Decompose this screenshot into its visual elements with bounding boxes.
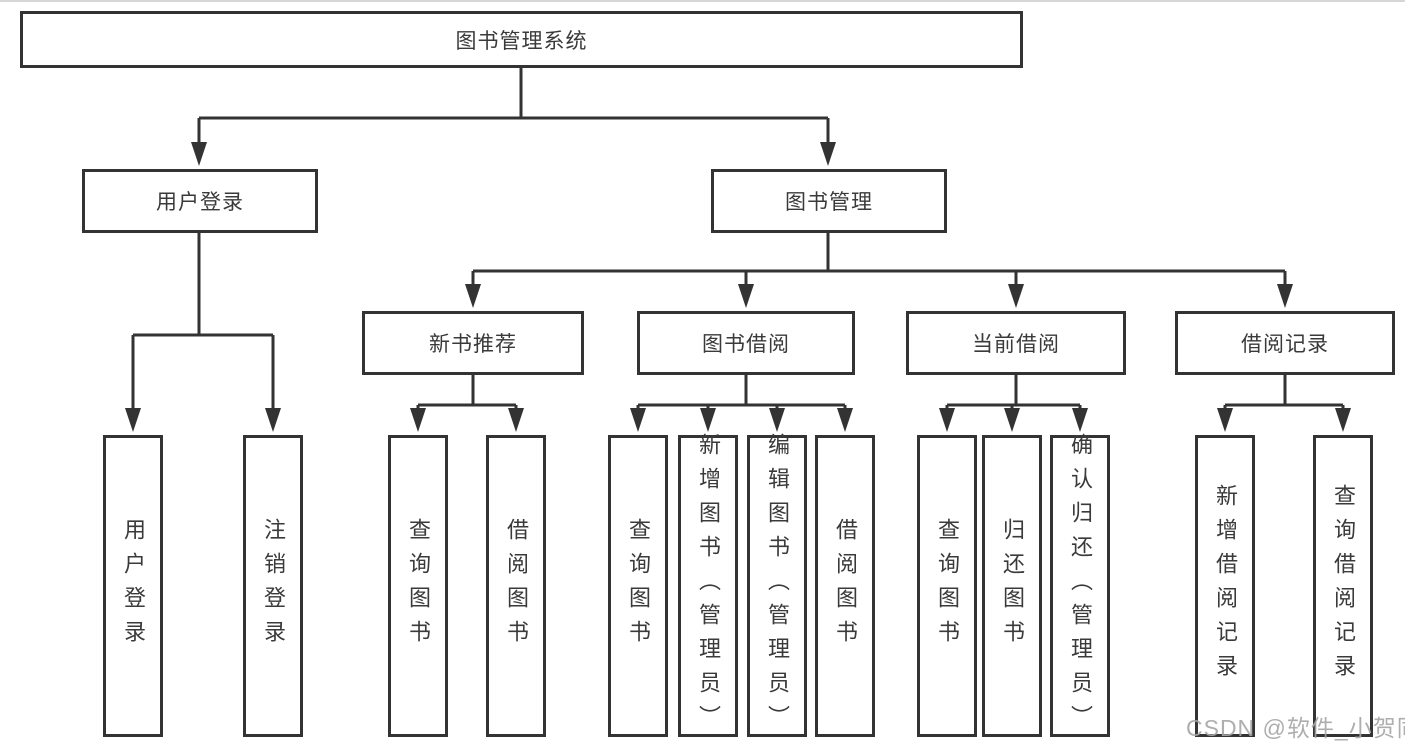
- arrowhead-icon: [700, 408, 716, 432]
- node-label: 注销登录: [261, 518, 286, 654]
- node-label: 新增借阅记录: [1213, 484, 1238, 688]
- node-label: 用户登录: [156, 191, 244, 214]
- node-user-login: 用户登录: [82, 169, 318, 233]
- arrowhead-icon: [939, 408, 955, 432]
- arrowhead-icon: [508, 408, 524, 432]
- arrowhead-icon: [265, 408, 281, 432]
- node-label: 图书管理系统: [455, 29, 588, 53]
- node-label: 确认归还（管理员）: [1068, 433, 1093, 739]
- leaf-return-books: 归还图书: [982, 435, 1042, 737]
- node-new-book-recommendation: 新书推荐: [362, 311, 584, 375]
- node-library-management-system: 图书管理系统: [20, 11, 1023, 68]
- arrowhead-icon: [1072, 408, 1088, 432]
- arrowhead-icon: [1008, 284, 1024, 308]
- arrowhead-icon: [738, 284, 754, 308]
- arrowhead-icon: [769, 408, 785, 432]
- arrowhead-icon: [820, 142, 836, 166]
- node-label: 查询借阅记录: [1331, 484, 1356, 688]
- leaf-query-books-borrow: 查询图书: [608, 435, 668, 737]
- leaf-add-borrow-record: 新增借阅记录: [1195, 435, 1255, 737]
- node-label: 查询图书: [935, 518, 960, 654]
- arrowhead-icon: [125, 408, 141, 432]
- node-label: 图书管理: [785, 191, 873, 214]
- arrowhead-icon: [1335, 408, 1351, 432]
- arrowhead-icon: [191, 142, 207, 166]
- leaf-logout: 注销登录: [243, 435, 303, 737]
- arrowhead-icon: [1217, 408, 1233, 432]
- leaf-user-login: 用户登录: [103, 435, 163, 737]
- arrowhead-icon: [1277, 284, 1293, 308]
- arrowhead-icon: [465, 284, 481, 308]
- arrowhead-icon: [410, 408, 426, 432]
- page-top-border: [0, 0, 1405, 2]
- leaf-borrow-books-recommend: 借阅图书: [486, 435, 546, 737]
- node-borrowing-records: 借阅记录: [1175, 311, 1395, 375]
- node-label: 编辑图书（管理员）: [765, 433, 790, 739]
- node-book-borrowing: 图书借阅: [637, 311, 855, 375]
- leaf-query-books-current: 查询图书: [917, 435, 977, 737]
- node-label: 借阅记录: [1241, 333, 1329, 356]
- arrowhead-icon: [1004, 408, 1020, 432]
- leaf-query-borrow-record: 查询借阅记录: [1313, 435, 1373, 737]
- node-label: 借阅图书: [833, 518, 858, 654]
- node-label: 查询图书: [406, 518, 431, 654]
- node-label: 归还图书: [1000, 518, 1025, 654]
- node-label: 新书推荐: [429, 333, 517, 356]
- node-label: 当前借阅: [972, 333, 1060, 356]
- node-label: 借阅图书: [504, 518, 529, 654]
- node-label: 新增图书（管理员）: [696, 433, 721, 739]
- leaf-add-books-admin: 新增图书（管理员）: [678, 433, 738, 739]
- node-book-management: 图书管理: [711, 169, 947, 233]
- node-label: 用户登录: [121, 518, 146, 654]
- leaf-confirm-return-admin: 确认归还（管理员）: [1050, 433, 1110, 739]
- node-label: 查询图书: [626, 518, 651, 654]
- node-label: 图书借阅: [702, 333, 790, 356]
- leaf-edit-books-admin: 编辑图书（管理员）: [747, 433, 807, 739]
- arrowhead-icon: [837, 408, 853, 432]
- arrowhead-icon: [630, 408, 646, 432]
- leaf-query-books-recommend: 查询图书: [388, 435, 448, 737]
- node-current-borrowing: 当前借阅: [906, 311, 1126, 375]
- csdn-watermark: CSDN @软件_小贺同学: [1186, 715, 1405, 741]
- leaf-borrow-books: 借阅图书: [815, 435, 875, 737]
